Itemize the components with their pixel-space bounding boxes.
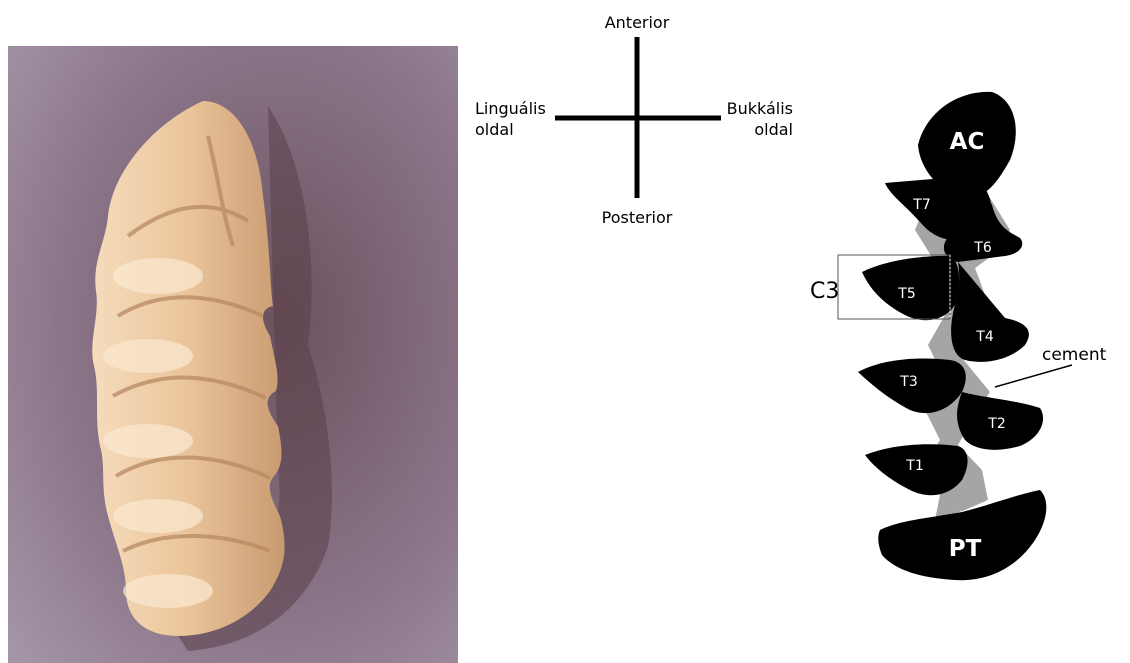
buccal-label-line1: Bukkális (727, 99, 793, 118)
label-t1: T1 (905, 458, 923, 474)
posterior-label: Posterior (602, 208, 673, 227)
anterior-cap-label: AC (950, 129, 985, 155)
buccal-label-line2: oldal (754, 120, 793, 139)
buccal-triangle-t4 (951, 262, 1029, 362)
c3-label: C3 (810, 279, 839, 304)
anterior-label: Anterior (605, 13, 670, 32)
posterior-cap-label: PT (949, 536, 982, 562)
orientation-cross: Anterior Posterior Linguális oldal Bukká… (475, 13, 793, 227)
lingual-label-line2: oldal (475, 120, 514, 139)
label-t6: T6 (973, 240, 992, 256)
label-t3: T3 (899, 374, 917, 390)
cement-label: cement (1042, 345, 1107, 365)
label-t7: T7 (912, 197, 930, 213)
label-t4: T4 (975, 329, 994, 345)
lingual-label-line1: Linguális (475, 99, 546, 118)
label-t2: T2 (987, 416, 1005, 432)
cement-leader-line (995, 365, 1072, 387)
label-t5: T5 (897, 286, 915, 302)
